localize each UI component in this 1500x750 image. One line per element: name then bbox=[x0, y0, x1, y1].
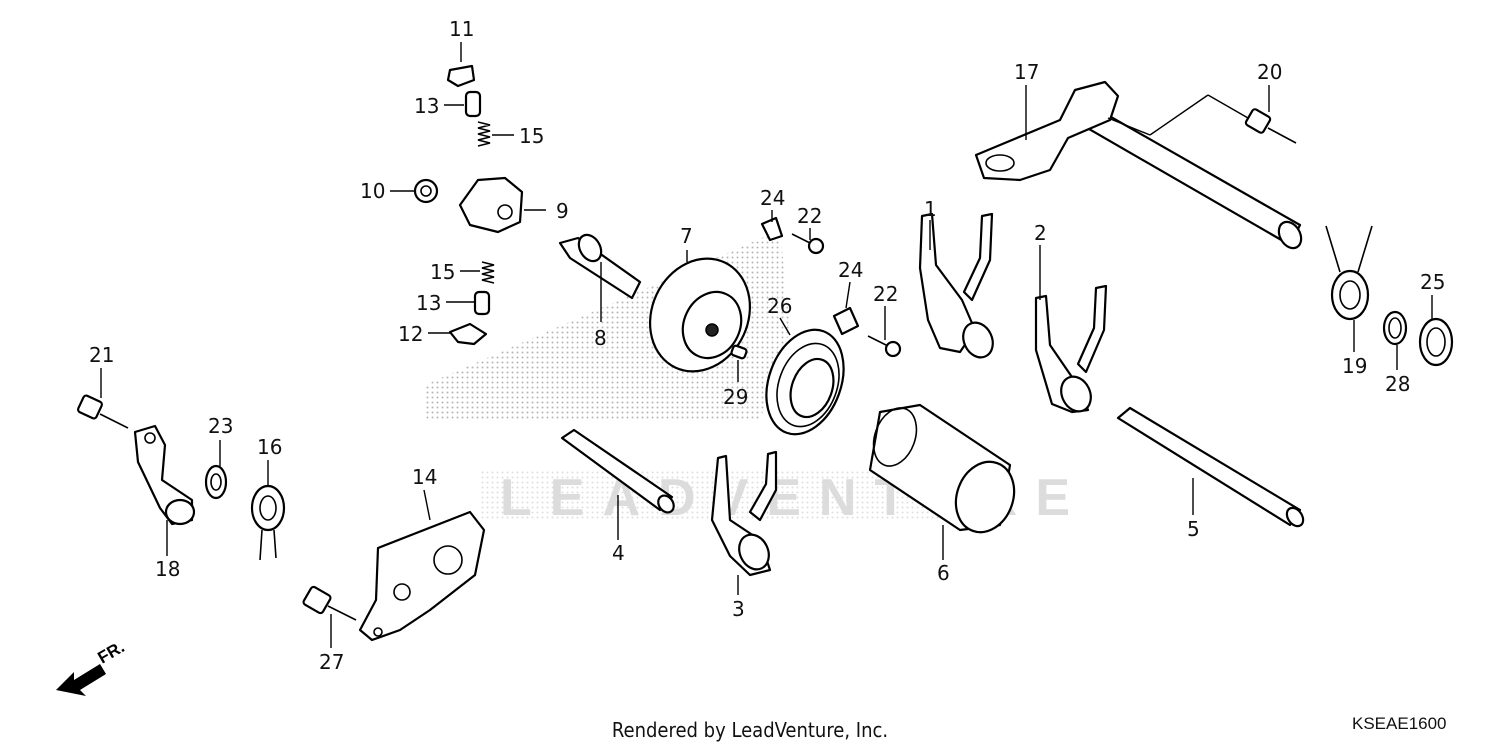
callout-27: 27 bbox=[319, 650, 344, 674]
callout-22-upper: 22 bbox=[797, 204, 822, 228]
callout-20: 20 bbox=[1257, 60, 1282, 84]
part-17-spring bbox=[250, 484, 286, 561]
part-3-fork bbox=[710, 450, 778, 577]
part-7-drum-center bbox=[648, 257, 752, 373]
part-8-bolt bbox=[558, 233, 642, 300]
part-9-stopper bbox=[458, 176, 524, 234]
callout-1: 1 bbox=[924, 197, 937, 221]
part-10-nut bbox=[413, 178, 439, 204]
part-22-bolt-lower bbox=[867, 335, 902, 358]
part-14-plate bbox=[358, 510, 486, 642]
part-6-drum bbox=[868, 403, 1016, 534]
callout-24-upper: 24 bbox=[760, 186, 785, 210]
part-15-spring-top bbox=[477, 121, 491, 147]
part-28-circlip bbox=[1382, 310, 1408, 346]
callout-9: 9 bbox=[556, 199, 569, 223]
front-direction-arrow: FR. bbox=[56, 637, 128, 696]
part-11-cap bbox=[446, 64, 476, 88]
part-13-pin-top bbox=[464, 90, 482, 118]
callout-5: 5 bbox=[1187, 517, 1200, 541]
callout-24-lower: 24 bbox=[838, 258, 863, 282]
callout-2: 2 bbox=[1034, 221, 1047, 245]
part-1-fork bbox=[918, 212, 994, 359]
direction-label: FR. bbox=[95, 637, 128, 667]
callout-10: 10 bbox=[360, 179, 385, 203]
callout-17: 16 bbox=[257, 435, 282, 459]
part-24-plate-lower bbox=[832, 306, 860, 336]
part-29-pin bbox=[730, 344, 748, 360]
part-23-washer bbox=[204, 464, 228, 500]
callout-14: 14 bbox=[412, 465, 437, 489]
callout-16: 18 bbox=[155, 557, 180, 581]
part-22-bolt-upper bbox=[791, 233, 825, 255]
callout-labels: 11 13 15 10 9 15 13 12 8 7 24 22 24 22 2… bbox=[89, 17, 1445, 674]
callout-28: 28 bbox=[1385, 372, 1410, 396]
callout-15-lower: 15 bbox=[430, 260, 455, 284]
callout-19: 19 bbox=[1342, 354, 1367, 378]
callout-6: 6 bbox=[937, 561, 950, 585]
callout-3: 3 bbox=[732, 597, 745, 621]
leader-lines bbox=[100, 42, 1433, 648]
part-21-bolt bbox=[77, 394, 129, 429]
part-5-shaft bbox=[1116, 406, 1305, 528]
callout-15-top: 15 bbox=[519, 124, 544, 148]
callout-12: 12 bbox=[398, 322, 423, 346]
part-27-bolt bbox=[302, 585, 357, 621]
part-13-pin-lower bbox=[473, 290, 491, 316]
callout-29: 29 bbox=[723, 385, 748, 409]
part-2-fork bbox=[1034, 284, 1108, 414]
callout-21: 21 bbox=[89, 343, 114, 367]
callout-7: 7 bbox=[680, 224, 693, 248]
callout-8: 8 bbox=[594, 326, 607, 350]
part-26-bearing bbox=[765, 328, 845, 436]
diagram-code: KSEAE1600 bbox=[1352, 714, 1447, 733]
callout-13-lower: 13 bbox=[416, 291, 441, 315]
callout-4: 4 bbox=[612, 541, 625, 565]
footer-credit: Rendered by LeadVenture, Inc. bbox=[611, 718, 889, 742]
callout-25: 25 bbox=[1420, 270, 1445, 294]
part-18-spindle bbox=[974, 80, 1303, 250]
callout-26: 26 bbox=[767, 294, 792, 318]
callout-23: 23 bbox=[208, 414, 233, 438]
callout-11: 11 bbox=[449, 17, 474, 41]
part-19-spring bbox=[1325, 225, 1373, 321]
part-15-spring-lower bbox=[481, 261, 495, 284]
part-4-shaft bbox=[560, 428, 675, 514]
part-20-bolt bbox=[1244, 108, 1297, 144]
part-12-cap bbox=[448, 322, 488, 346]
callout-18: 17 bbox=[1014, 60, 1039, 84]
callout-13-top: 13 bbox=[414, 94, 439, 118]
part-16-arm bbox=[133, 424, 196, 526]
callout-22-lower: 22 bbox=[873, 282, 898, 306]
part-25-washer bbox=[1418, 317, 1454, 367]
